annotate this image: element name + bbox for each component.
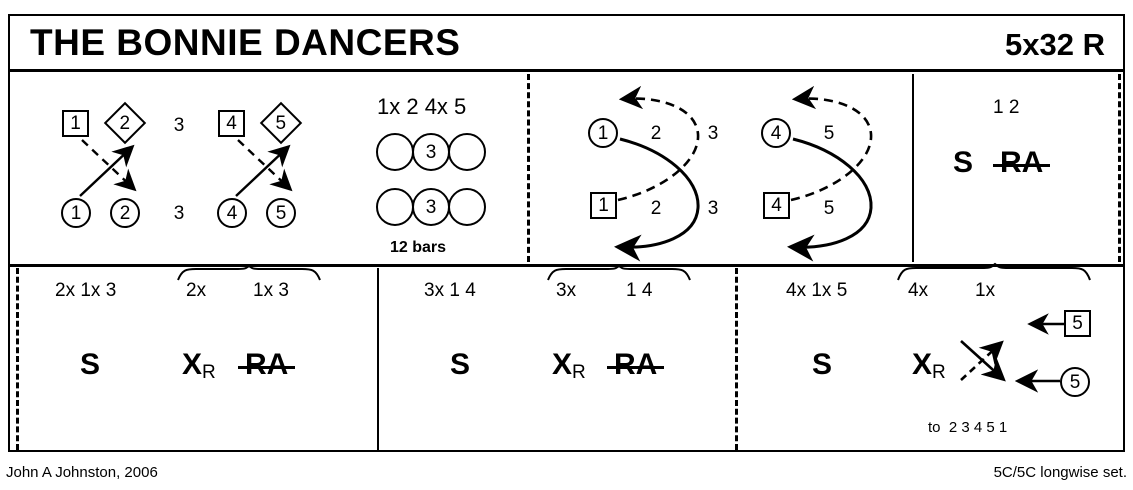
brace-label-right-2: 1 4 (626, 280, 653, 301)
end-token-circle-5: 5 (1060, 367, 1090, 397)
bar-label-left-1: 2x 1x 3 (55, 280, 117, 301)
bars-caption: 12 bars (390, 239, 447, 256)
brace-label-left-3: 4x (908, 280, 929, 301)
move-ra-2: RA (606, 348, 665, 381)
curve-circle-1: 1 (588, 118, 618, 148)
curve-arrows-group-b (787, 85, 873, 262)
crossing-arrows-1 (79, 139, 293, 197)
curve-circle-4: 4 (761, 118, 791, 148)
divider-solid-1 (912, 74, 914, 262)
move-s-top: S (953, 146, 974, 179)
move-s-1: S (80, 348, 101, 381)
bar-label-left-3: 4x 1x 5 (786, 280, 848, 301)
final-order-label: to 2 3 4 5 1 (928, 419, 1008, 436)
divider-solid-2 (377, 268, 379, 450)
dance-meta: 5x32 R (1005, 27, 1105, 62)
curve-plain-3-bottom: 3 (707, 197, 719, 219)
brace-2 (547, 264, 691, 281)
dancer-token-circle-1: 1 (61, 198, 91, 228)
divider-dashed-2 (1118, 74, 1121, 262)
dancer-token-square-4: 4 (218, 110, 245, 137)
circles-heading: 1x 2 4x 5 (377, 94, 467, 119)
brace-label-left-1: 2x (186, 280, 207, 301)
cross-over-icon (960, 340, 1006, 382)
move-s-2: S (450, 348, 471, 381)
move-s-3: S (812, 348, 833, 381)
end-token-square-5: 5 (1064, 310, 1091, 337)
divider-dashed-1 (527, 74, 530, 262)
brace-label-right-1: 1x 3 (253, 280, 289, 301)
dancer-token-circle-5: 5 (266, 198, 296, 228)
curve-square-1: 1 (590, 192, 617, 219)
dancer-token-square-1: 1 (62, 110, 89, 137)
brace-label-left-2: 3x (556, 280, 577, 301)
curve-plain-3-top: 3 (707, 122, 719, 144)
arrow-left-circle-5 (1014, 369, 1060, 393)
divider-dashed-4 (735, 268, 738, 450)
brace-3 (897, 262, 1091, 281)
move-ra-1: RA (237, 348, 296, 381)
move-ra-top: RA (992, 146, 1051, 179)
curve-square-4: 4 (763, 192, 790, 219)
circle-empty-tr (448, 133, 486, 171)
moves-heading: 1 2 (993, 97, 1020, 118)
divider-dashed-3 (16, 268, 19, 450)
curve-plain-5-bottom: 5 (823, 197, 835, 219)
dancer-token-plain-3: 3 (173, 114, 185, 136)
move-x-3: XR (912, 348, 946, 383)
curve-plain-2-top: 2 (650, 122, 662, 144)
bar-label-left-2: 3x 1 4 (424, 280, 476, 301)
curve-arrows-group-a (614, 85, 700, 262)
footer-set: 5C/5C longwise set. (993, 464, 1127, 481)
dancer-token-circle-2: 2 (110, 198, 140, 228)
dancer-token-plain-3b: 3 (173, 202, 185, 224)
arrow-left-square-5 (1027, 313, 1064, 335)
curve-plain-2-bottom: 2 (650, 197, 662, 219)
move-x-1: XR (182, 348, 216, 383)
dancer-token-circle-4: 4 (217, 198, 247, 228)
footer-author: John A Johnston, 2006 (6, 464, 158, 481)
brace-1 (177, 264, 321, 281)
row-divider (8, 264, 1125, 267)
page-title: THE BONNIE DANCERS (30, 22, 461, 63)
curve-plain-5-top: 5 (823, 122, 835, 144)
sheet-frame (8, 14, 1125, 452)
brace-label-right-3: 1x (975, 280, 996, 301)
header-band: THE BONNIE DANCERS 5x32 R (8, 14, 1125, 72)
move-x-2: XR (552, 348, 586, 383)
circle-empty-br (448, 188, 486, 226)
